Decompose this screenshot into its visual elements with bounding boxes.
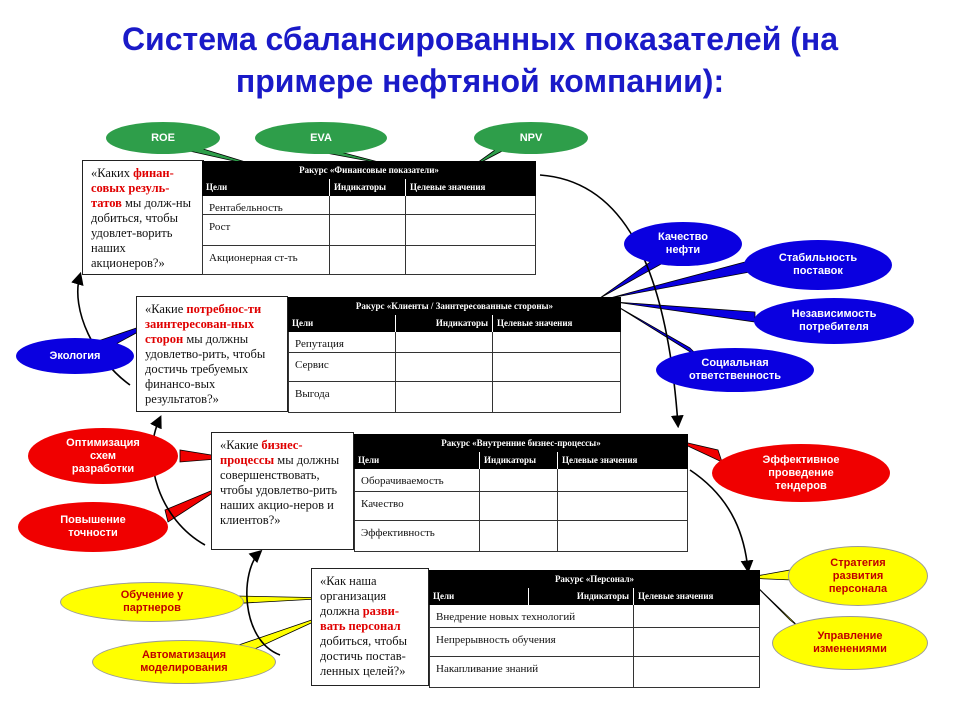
perspective-header: Ракурс «Финансовые показатели» <box>202 161 536 179</box>
callout-eva: EVA <box>255 122 387 154</box>
callout-modeling-automation: Автоматизация моделирования <box>92 640 276 684</box>
table-row: Акционерная ст-ть <box>202 246 536 275</box>
perspective-clients: Ракурс «Клиенты / Заинтересованные сторо… <box>288 297 621 413</box>
callout-roe: ROE <box>106 122 220 154</box>
callout-accuracy: Повышение точности <box>18 502 168 552</box>
table-row: Накапливание знаний <box>429 657 760 688</box>
perspective-header: Ракурс «Внутренние бизнес-процессы» <box>354 434 688 452</box>
column-headers: Цели Индикаторы Целевые значения <box>429 588 760 605</box>
perspective-header: Ракурс «Клиенты / Заинтересованные сторо… <box>288 297 621 315</box>
table-row: Выгода <box>288 382 621 413</box>
question-clients: «Какие потребнос-ти заинтересован-ных ст… <box>136 296 288 412</box>
page-title: Система сбалансированных показателей (на… <box>121 21 839 99</box>
callout-change-management: Управление изменениями <box>772 616 928 670</box>
table-row: Рост <box>202 215 536 246</box>
table-row: Непрерывность обучения <box>429 628 760 657</box>
callout-design-optimization: Оптимизация схем разработки <box>28 428 178 484</box>
question-financial: «Каких финан-совых резуль-татов мы долж-… <box>82 160 204 275</box>
callout-oil-quality: Качество нефти <box>624 222 742 266</box>
callout-ecology: Экология <box>16 338 134 374</box>
perspective-processes: Ракурс «Внутренние бизнес-процессы» Цели… <box>354 434 688 552</box>
column-headers: Цели Индикаторы Целевые значения <box>202 179 536 196</box>
callout-npv: NPV <box>474 122 588 154</box>
perspective-financial: Ракурс «Финансовые показатели» Цели Инди… <box>202 161 536 275</box>
callout-tenders: Эффективное проведение тендеров <box>712 444 890 502</box>
table-row: Сервис <box>288 353 621 382</box>
table-row: Репутация <box>288 332 621 353</box>
perspective-staff: Ракурс «Персонал» Цели Индикаторы Целевы… <box>429 570 760 688</box>
table-row: Оборачиваемость <box>354 469 688 492</box>
callout-supply-stability: Стабильность поставок <box>744 240 892 290</box>
table-row: Качество <box>354 492 688 521</box>
callout-social-responsibility: Социальная ответственность <box>656 348 814 392</box>
question-staff: «Как наша организация должна разви-вать … <box>311 568 429 686</box>
question-processes: «Какие бизнес-процессы мы должны соверше… <box>211 432 354 550</box>
column-headers: Цели Индикаторы Целевые значения <box>354 452 688 469</box>
callout-partner-training: Обучение у партнеров <box>60 582 244 622</box>
perspective-header: Ракурс «Персонал» <box>429 570 760 588</box>
callout-consumer-independence: Независимость потребителя <box>754 298 914 344</box>
table-row: Рентабельность <box>202 196 536 215</box>
table-row: Эффективность <box>354 521 688 552</box>
column-headers: Цели Индикаторы Целевые значения <box>288 315 621 332</box>
table-row: Внедрение новых технологий <box>429 605 760 628</box>
callout-staff-strategy: Стратегия развития персонала <box>788 546 928 606</box>
